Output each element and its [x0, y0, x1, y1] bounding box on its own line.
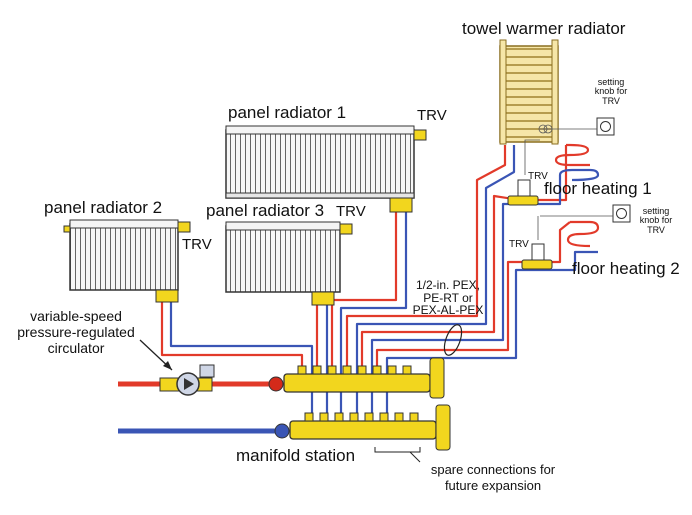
trv-label-radiator-3: TRV: [336, 203, 366, 220]
manifold-station: [268, 357, 451, 451]
trv-valve-floor-2: [521, 243, 553, 270]
spare-connections-label: spare connections for future expansion: [430, 462, 556, 493]
trv-label-floor-1: TRV: [528, 171, 548, 182]
floor-loop-2-return: [560, 250, 598, 272]
panel-radiator-2-label: panel radiator 2: [44, 198, 163, 217]
pipe-supply-floor-2: [375, 221, 571, 375]
floor-loop-1: [554, 143, 590, 167]
trv-label-radiator-2: TRV: [182, 236, 212, 253]
pipe-return-radiator-2: [169, 300, 314, 425]
panel-radiator-3: [225, 221, 353, 306]
towel-warmer-label: towel warmer radiator: [462, 19, 626, 38]
pipe-bundle-marker: [443, 324, 463, 356]
pex-note: 1/2-in. PEX, PE-RT or PEX-AL-PEX: [412, 278, 484, 318]
floor-loop-1-return: [540, 168, 600, 206]
panel-radiator-1: [225, 125, 427, 213]
floor-loop-2: [566, 220, 600, 248]
spare-connections-bracket: [374, 447, 421, 453]
towel-warmer-radiator: [499, 39, 559, 145]
panel-radiator-1-label: panel radiator 1: [228, 103, 347, 122]
return-ball-valve: [274, 423, 290, 439]
panel-radiator-3-label: panel radiator 3: [206, 201, 325, 220]
circulator-label: variable-speed pressure-regulated circul…: [17, 308, 135, 357]
setting-knob-1-label: setting knob for TRV: [594, 77, 628, 106]
pipe-supply-floor-1: [360, 145, 568, 375]
pipe-return-radiator-1: [339, 212, 408, 425]
capillary-drop-1: [524, 139, 540, 175]
pipe-supply-radiator-2: [160, 300, 304, 375]
setting-knob-2: [612, 204, 631, 223]
trv-label-radiator-1: TRV: [417, 107, 447, 124]
setting-knob-2-label: setting knob for TRV: [639, 206, 673, 235]
panel-radiator-2: [63, 219, 191, 303]
supply-ball-valve: [268, 376, 284, 392]
trv-valve-floor-1: [507, 179, 539, 206]
setting-knob-1: [596, 117, 615, 136]
manifold-station-label: manifold station: [236, 446, 356, 465]
pipe-return-towel: [355, 145, 516, 425]
pipe-supply-radiator-1: [330, 212, 398, 375]
floor-heating-2-label: floor heating 2: [572, 259, 680, 278]
pipe-supply-towel: [345, 145, 507, 375]
floor-heating-1-label: floor heating 1: [544, 179, 652, 198]
circulator-pump: [159, 364, 215, 396]
trv-label-floor-2: TRV: [509, 239, 529, 250]
